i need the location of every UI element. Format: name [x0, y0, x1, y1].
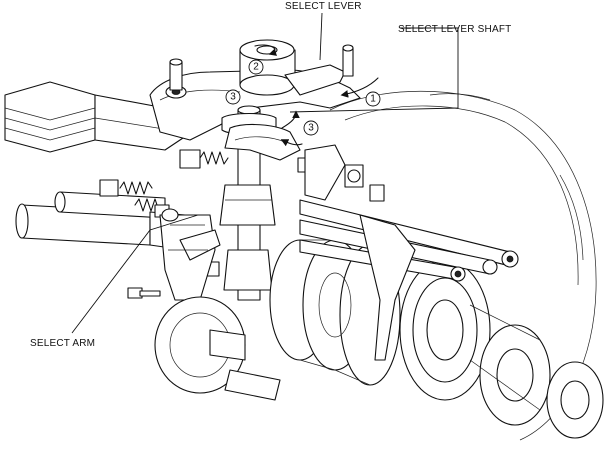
select-lever-label: SELECT LEVER — [285, 1, 362, 12]
marker-3-upper: 3 — [225, 89, 241, 105]
motion-arrows — [280, 77, 379, 147]
marker-1: 1 — [365, 91, 381, 107]
marker-2: 2 — [248, 59, 264, 75]
select-cam — [224, 123, 301, 161]
output-shaft-end — [399, 259, 604, 439]
select-arm-label: SELECT ARM — [30, 338, 95, 349]
lower-left-hub — [154, 296, 281, 401]
svg-text:2: 2 — [253, 62, 259, 73]
marker-3-lower: 3 — [303, 120, 319, 136]
shift-fork — [304, 144, 416, 361]
select-lever-leader — [319, 12, 323, 61]
select-arm — [159, 208, 221, 301]
input-shaft-assembly — [15, 191, 186, 251]
detent-spring-left — [99, 179, 164, 212]
select-lever-shaft-label: SELECT LEVER SHAFT — [398, 24, 511, 35]
svg-text:3: 3 — [308, 123, 314, 134]
select-arm-leader — [71, 214, 199, 334]
svg-text:3: 3 — [230, 92, 236, 103]
select-lever — [239, 39, 354, 96]
select-lever-shaft — [219, 105, 277, 301]
select-lever-shaft-leader — [289, 27, 459, 113]
detent-spring-upper — [179, 149, 229, 169]
svg-text:1: 1 — [370, 94, 376, 105]
